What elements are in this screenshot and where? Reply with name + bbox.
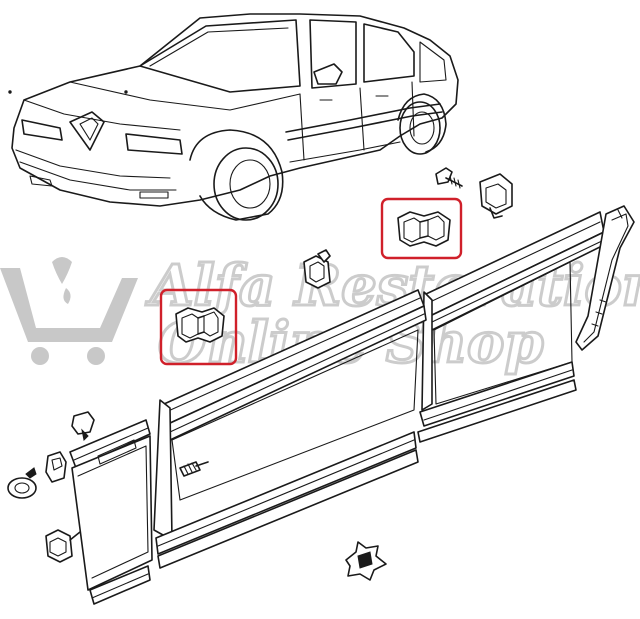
front-door-moulding (153, 289, 427, 569)
fastener-star-clip (345, 541, 387, 581)
fastener-push-clip-left (71, 411, 95, 442)
fastener-screw-top (435, 167, 463, 189)
fastener-end-clip-bottom-left (45, 529, 81, 563)
rear-end-cap-moulding (575, 205, 635, 351)
highlight-box-lower-clip (159, 288, 238, 366)
highlight-box-upper-clip (380, 197, 463, 260)
grommet-washer (7, 467, 37, 499)
car-illustration (8, 13, 459, 221)
highlighted-clip-upper (397, 211, 451, 247)
fastener-threaded-bolt (179, 461, 209, 477)
fastener-bracket-left (45, 451, 67, 483)
clip-center (303, 249, 331, 289)
highlighted-clip-lower (175, 307, 225, 343)
watermark-cart-logo-icon (0, 257, 138, 365)
front-fender-moulding (69, 419, 153, 605)
clip-upper-right (479, 173, 513, 219)
